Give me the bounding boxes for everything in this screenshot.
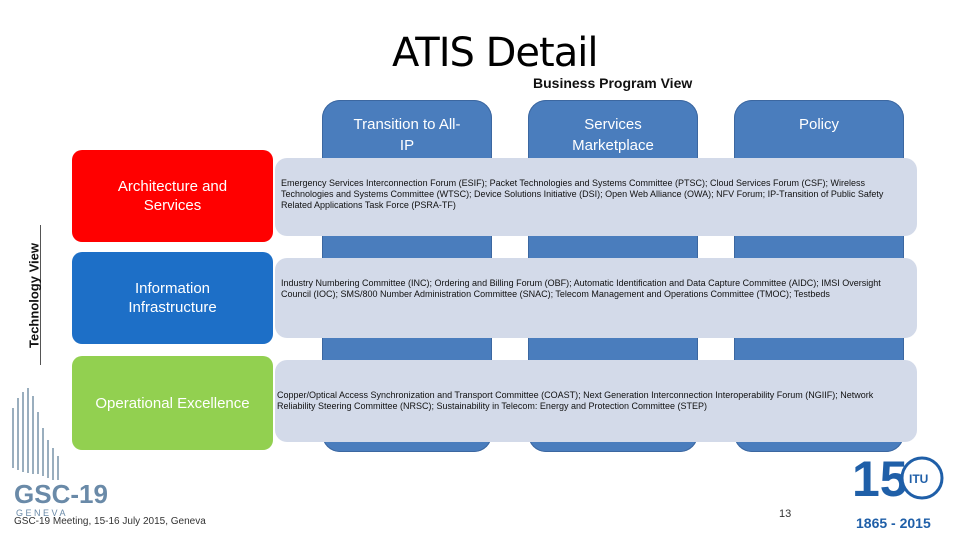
row-band-architecture: Emergency Services Interconnection Forum… bbox=[275, 158, 917, 236]
technology-view-label: Technology View bbox=[26, 243, 42, 348]
category-label: Information Infrastructure bbox=[128, 280, 217, 316]
gsc-logo-sub: G E N E V A bbox=[16, 508, 66, 518]
column-label: Policy bbox=[798, 116, 839, 133]
category-architecture-and-services: Architecture and Services bbox=[72, 150, 273, 242]
row-band-information: Industry Numbering Committee (INC); Orde… bbox=[275, 258, 917, 338]
technology-axis-line bbox=[40, 225, 41, 365]
column-label: Transition to All-IP bbox=[353, 116, 461, 154]
category-label: Operational Excellence bbox=[95, 394, 250, 412]
row-band-operational: Copper/Optical Access Synchronization an… bbox=[275, 360, 917, 442]
page-number: 13 bbox=[779, 508, 792, 520]
category-label: Architecture and Services bbox=[117, 178, 228, 214]
row-text: Industry Numbering Committee (INC); Orde… bbox=[281, 278, 881, 299]
row-text: Copper/Optical Access Synchronization an… bbox=[277, 390, 874, 411]
row-text: Emergency Services Interconnection Forum… bbox=[281, 178, 884, 210]
business-program-view-label: Business Program View bbox=[533, 75, 693, 91]
itu-150-logo-icon: 150 ITU 1865 - 2015 bbox=[852, 451, 944, 531]
category-operational-excellence: Operational Excellence bbox=[72, 356, 273, 450]
category-information-infrastructure: Information Infrastructure bbox=[72, 252, 273, 344]
itu-logo-org: ITU bbox=[909, 472, 928, 486]
itu-logo-years: 1865 - 2015 bbox=[856, 515, 931, 531]
column-label: Services Marketplace bbox=[572, 116, 654, 154]
gsc-logo-name: GSC-19 bbox=[14, 479, 108, 509]
footer-meeting-info: GSC-19 Meeting, 15-16 July 2015, Geneva bbox=[14, 516, 206, 527]
gsc19-logo-icon: GSC-19 G E N E V A bbox=[12, 388, 108, 518]
page-title: ATIS Detail bbox=[392, 30, 598, 76]
